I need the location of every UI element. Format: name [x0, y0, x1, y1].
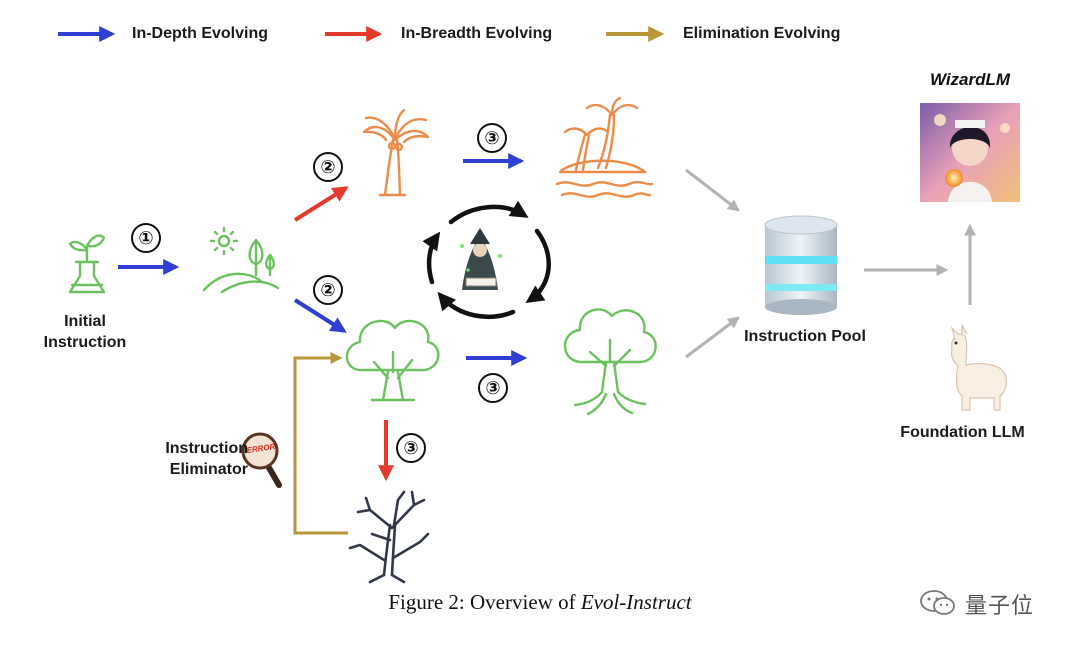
- step-badge-3-bottom: ③: [478, 373, 508, 403]
- initial-instruction-label: Initial Instruction: [30, 311, 140, 353]
- caption-title: Evol-Instruct: [580, 590, 692, 614]
- palm-tree-icon: [362, 108, 430, 197]
- eliminator-line1: Instruction: [165, 440, 248, 457]
- legend-label-elimination: Elimination Evolving: [683, 25, 841, 42]
- legend-label-in-breadth: In-Breadth Evolving: [401, 25, 553, 42]
- wechat-icon: [920, 590, 955, 615]
- error-magnifier-icon: [241, 432, 282, 488]
- caption-prefix: Figure 2: Overview of: [388, 590, 581, 614]
- step-badge-1: ①: [131, 223, 161, 253]
- figure-caption: Figure 2: Overview of Evol-Instruct: [0, 590, 1080, 615]
- step-badge-2-bottom: ②: [313, 275, 343, 305]
- step-badge-3-top: ③: [477, 123, 507, 153]
- round-tree-icon: [345, 319, 440, 402]
- palm-island-icon: [555, 96, 654, 198]
- legend-label-in-depth: In-Depth Evolving: [132, 25, 268, 42]
- instruction-eliminator-label: Instruction Eliminator: [130, 438, 248, 480]
- eliminator-line2: Eliminator: [169, 461, 248, 478]
- arrow-elimination-loop: [293, 352, 348, 535]
- withered-tree-icon: [348, 490, 430, 584]
- foundation-llm-label: Foundation LLM: [900, 424, 1025, 441]
- step-badge-2-top: ②: [313, 152, 343, 182]
- wizardlm-portrait: [920, 103, 1020, 202]
- arrow-step2-in-breadth: [293, 186, 349, 222]
- watermark-text: 量子位: [965, 594, 1035, 619]
- flask-sprout-icon: [68, 234, 106, 294]
- initial-instruction-line1: Initial: [64, 313, 106, 330]
- wizard-figure-icon: [460, 228, 502, 290]
- step-badge-3-elim: ③: [396, 433, 426, 463]
- database-icon: [764, 215, 838, 315]
- arrow-to-pool-bottom: [685, 316, 740, 359]
- arrow-step2-in-depth: [293, 298, 347, 333]
- arrow-to-pool-top: [685, 168, 740, 212]
- wizardlm-title: WizardLM: [929, 70, 1011, 89]
- evolution-cycle-icon: [422, 200, 551, 319]
- llama-icon: [950, 322, 1008, 411]
- rooted-tree-icon: [563, 308, 657, 416]
- instruction-pool-label: Instruction Pool: [744, 328, 866, 345]
- sprout-landscape-icon: [202, 226, 280, 294]
- initial-instruction-line2: Instruction: [43, 334, 127, 351]
